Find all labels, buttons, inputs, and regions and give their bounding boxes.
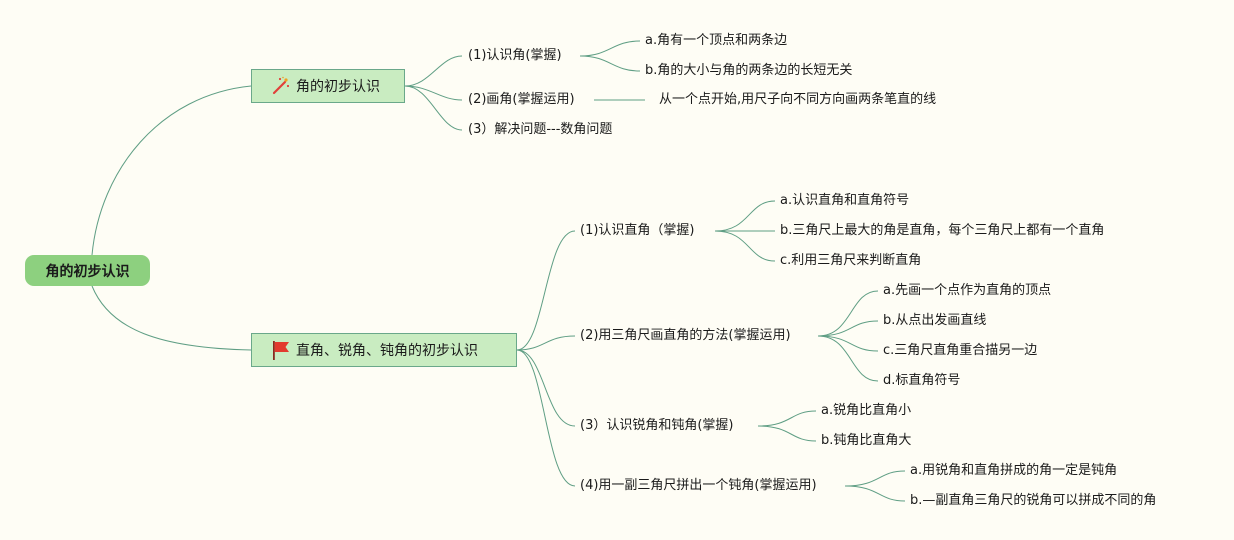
subtopic-acute-obtuse[interactable]: (3）认识锐角和钝角(掌握) xyxy=(580,418,734,433)
leaf-topic[interactable]: b.钝角比直角大 xyxy=(821,433,912,448)
subtopic-draw-right-angle[interactable]: (2)用三角尺画直角的方法(掌握运用) xyxy=(580,328,791,343)
subtopic-make-obtuse-angle[interactable]: (4)用一副三角尺拼出一个钝角(掌握运用) xyxy=(580,478,817,493)
root-topic-label: 角的初步认识 xyxy=(45,263,130,280)
branch-topic-angle-basics[interactable]: 角的初步认识 xyxy=(251,69,405,103)
subtopic-solve-problems[interactable]: (3）解决问题---数角问题 xyxy=(468,122,613,137)
branch-topic-label: 直角、锐角、钝角的初步认识 xyxy=(296,343,478,359)
subtopic-recognize-right-angle[interactable]: (1)认识直角（掌握) xyxy=(580,223,695,238)
root-topic[interactable]: 角的初步认识 xyxy=(25,255,150,286)
leaf-topic[interactable]: 从一个点开始,用尺子向不同方向画两条笔直的线 xyxy=(659,92,937,107)
leaf-topic[interactable]: a.认识直角和直角符号 xyxy=(780,193,910,208)
leaf-topic[interactable]: a.角有一个顶点和两条边 xyxy=(645,33,788,48)
leaf-topic[interactable]: a.先画一个点作为直角的顶点 xyxy=(883,283,1052,298)
leaf-topic[interactable]: d.标直角符号 xyxy=(883,373,961,388)
subtopic-draw-angle[interactable]: (2)画角(掌握运用) xyxy=(468,92,575,107)
leaf-topic[interactable]: c.三角尺直角重合描另一边 xyxy=(883,343,1038,358)
red-flag-icon xyxy=(270,339,292,361)
wand-icon xyxy=(270,75,292,97)
leaf-topic[interactable]: b.三角尺上最大的角是直角，每个三角尺上都有一个直角 xyxy=(780,223,1105,238)
leaf-topic[interactable]: b.角的大小与角的两条边的长短无关 xyxy=(645,63,853,78)
branch-topic-angle-types[interactable]: 直角、锐角、钝角的初步认识 xyxy=(251,333,517,367)
leaf-topic[interactable]: a.用锐角和直角拼成的角一定是钝角 xyxy=(910,463,1118,478)
leaf-topic[interactable]: a.锐角比直角小 xyxy=(821,403,912,418)
leaf-topic[interactable]: b.从点出发画直线 xyxy=(883,313,987,328)
subtopic-recognize-angle[interactable]: (1)认识角(掌握) xyxy=(468,48,562,63)
branch-topic-label: 角的初步认识 xyxy=(296,79,380,95)
leaf-topic[interactable]: b.—副直角三角尺的锐角可以拼成不同的角 xyxy=(910,493,1157,508)
leaf-topic[interactable]: c.利用三角尺来判断直角 xyxy=(780,253,922,268)
